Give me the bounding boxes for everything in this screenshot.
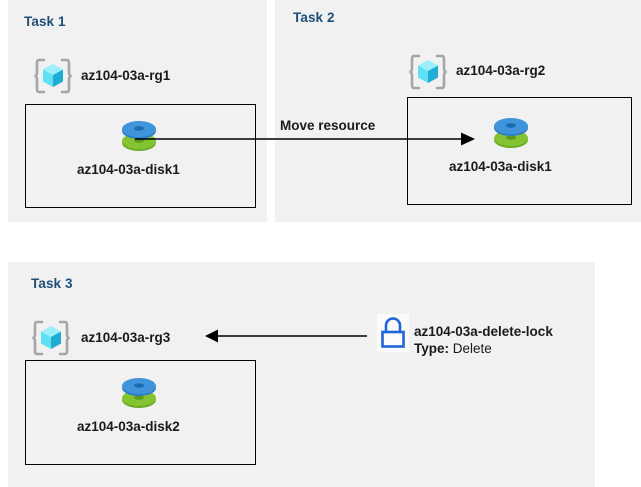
lock-name-label: az104-03a-delete-lock (414, 324, 553, 339)
resource-group-label: az104-03a-rg1 (81, 68, 171, 83)
disk-label: az104-03a-disk1 (449, 159, 552, 174)
task-3-title: Task 3 (31, 276, 73, 291)
move-resource-label: Move resource (280, 118, 376, 133)
lock-type-line: Type: Delete (414, 341, 492, 356)
managed-disk-icon (489, 112, 533, 154)
task-2-title: Task 2 (293, 10, 335, 25)
padlock-icon (377, 314, 409, 352)
task-1-title: Task 1 (24, 14, 66, 29)
resource-group-label: az104-03a-rg3 (81, 330, 171, 345)
managed-disk-icon (117, 372, 161, 414)
resource-group-cube-icon (33, 56, 73, 96)
delete-lock-arrow (205, 329, 367, 343)
disk-label: az104-03a-disk2 (77, 419, 180, 434)
task-2-resource-group-box (407, 97, 632, 205)
resource-group-cube-icon (31, 318, 71, 358)
resource-group-label: az104-03a-rg2 (456, 63, 546, 78)
move-resource-arrow (135, 132, 475, 146)
lock-type-value: Delete (452, 341, 492, 356)
task-3-resource-group-box (25, 360, 256, 465)
disk-label: az104-03a-disk1 (77, 162, 180, 177)
lock-type-label: Type: (414, 341, 450, 356)
resource-group-cube-icon (408, 52, 448, 92)
